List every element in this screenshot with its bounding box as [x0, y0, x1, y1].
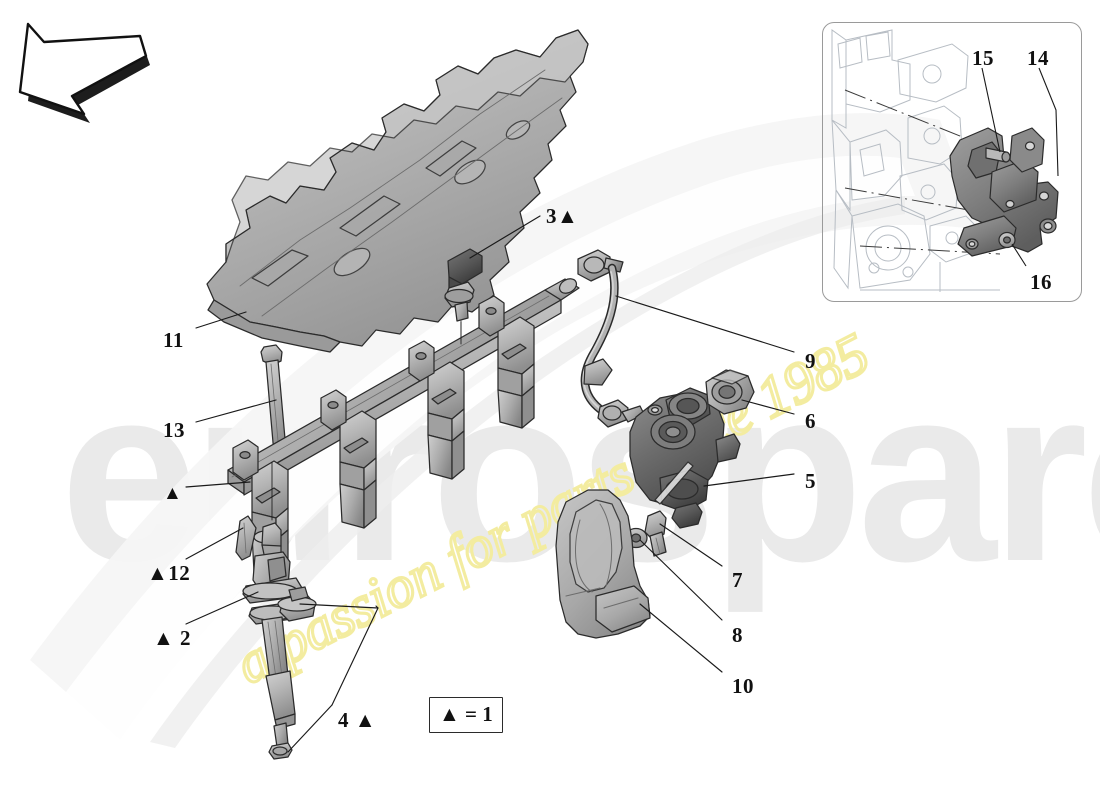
ghost-engine-block: [831, 29, 1000, 292]
part-fuel-rail: [227, 278, 580, 579]
callout-14: 14: [1027, 46, 1049, 70]
callout-15: 15: [972, 46, 994, 70]
callout-10: 10: [732, 674, 754, 698]
callout-fuel-rail-triangle: ▲: [163, 483, 183, 504]
callout-13: 13: [163, 418, 185, 442]
part-engine-cover: [206, 29, 589, 353]
injector-cup: [339, 410, 377, 529]
callout-16: 16: [1030, 270, 1052, 294]
callout-11: 11: [163, 328, 184, 352]
leader-12: [185, 527, 244, 560]
callout-4: 4 ▲: [338, 708, 377, 732]
injector-cup: [427, 361, 465, 480]
leader-tri: [185, 481, 251, 488]
injector-cup: [497, 316, 535, 429]
part-pump-heat-shield: [555, 489, 651, 639]
leader-11: [195, 311, 247, 329]
leader-4a: [287, 704, 333, 753]
callout-5: 5: [805, 469, 816, 493]
part-long-bolt: [260, 344, 287, 455]
inset-leader-lines: [981, 67, 1059, 267]
callout-2: ▲ 2: [153, 626, 192, 650]
inset-detail-box: [822, 22, 1082, 302]
callout-3: 3▲: [546, 204, 579, 228]
part-high-pressure-fuel-pump: [629, 387, 741, 529]
leader-9: [615, 295, 795, 353]
part-rail-retaining-clip: [235, 515, 257, 561]
leader-10: [639, 603, 723, 673]
callout-7: 7: [732, 568, 743, 592]
legend-box: ▲ = 1: [429, 697, 503, 733]
callout-8: 8: [732, 623, 743, 647]
part-injector-grommet: [277, 586, 317, 622]
leader-6: [741, 399, 795, 415]
callout-12: ▲12: [147, 561, 191, 585]
callout-9: 9: [805, 349, 816, 373]
leader-4b: [299, 603, 379, 609]
part-high-pressure-fuel-pipe: [577, 249, 645, 428]
leader-2: [185, 591, 259, 625]
part-pump-cap-nut: [705, 369, 755, 415]
direction-arrow-down-left: [18, 22, 150, 123]
leader-8: [639, 539, 723, 621]
leader-7: [659, 523, 723, 567]
callout-6: 6: [805, 409, 816, 433]
leader-5: [703, 473, 795, 487]
leader-3: [469, 215, 541, 259]
leader-13: [195, 399, 277, 423]
